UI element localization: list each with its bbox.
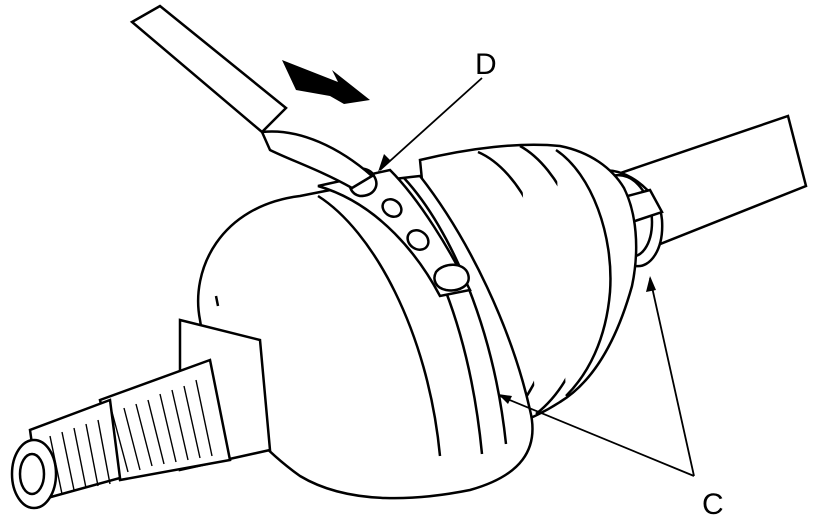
leader-line-c-left [499,395,695,477]
splined-stub-shaft [10,318,272,510]
band-tab-lower [433,263,470,292]
callout-label-c: C [702,488,724,521]
arrow-down-right-icon [282,60,370,104]
leader-line-c-right [649,277,695,477]
leader-lines [379,77,695,477]
band-slot-upper [381,198,403,218]
band-slot-lower [406,229,430,251]
leader-arrowheads [378,154,656,404]
spline-teeth [49,379,213,495]
callout-label-d: D [475,48,497,81]
leader-line-d [379,77,483,171]
screwdriver [129,4,375,190]
